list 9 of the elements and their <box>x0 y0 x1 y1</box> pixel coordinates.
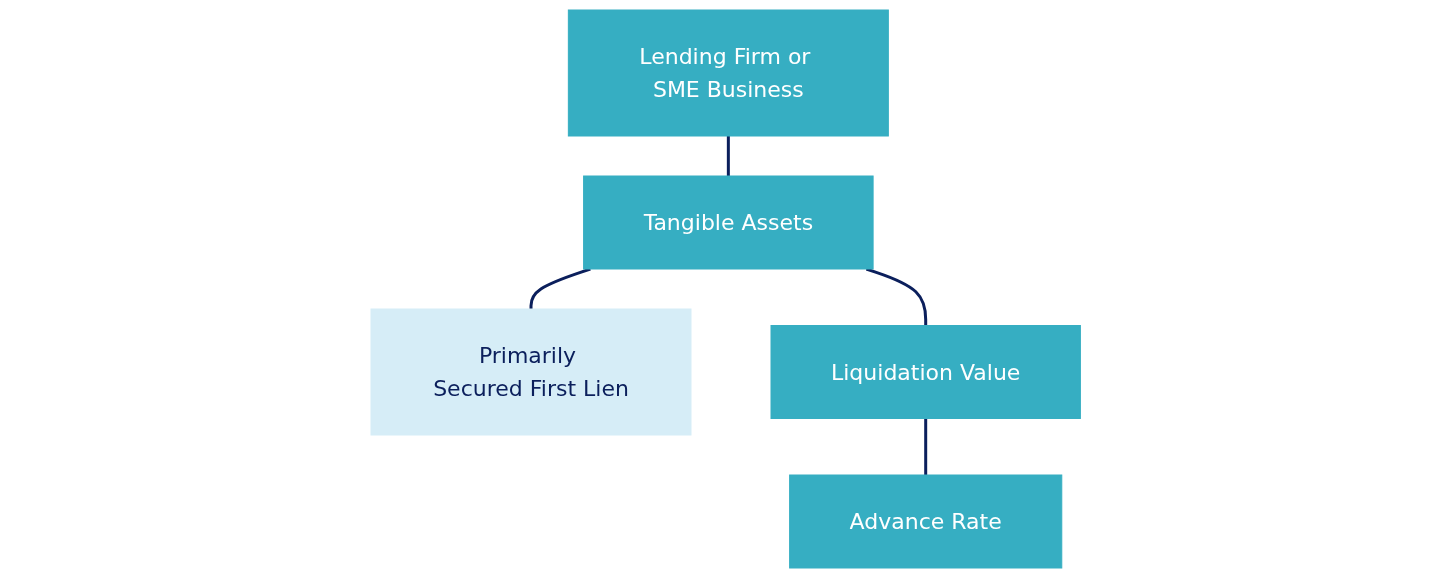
connector <box>924 418 928 475</box>
connector <box>866 267 928 325</box>
node-box: Liquidation Value <box>770 324 1082 419</box>
node-box: Lending Firm or SME Business <box>568 9 890 136</box>
connector <box>727 135 731 176</box>
node-box: Tangible Assets <box>583 175 874 269</box>
node-box: Primarily Secured First Lien <box>370 308 692 435</box>
connector <box>529 267 592 309</box>
node-box: Advance Rate <box>789 474 1063 568</box>
